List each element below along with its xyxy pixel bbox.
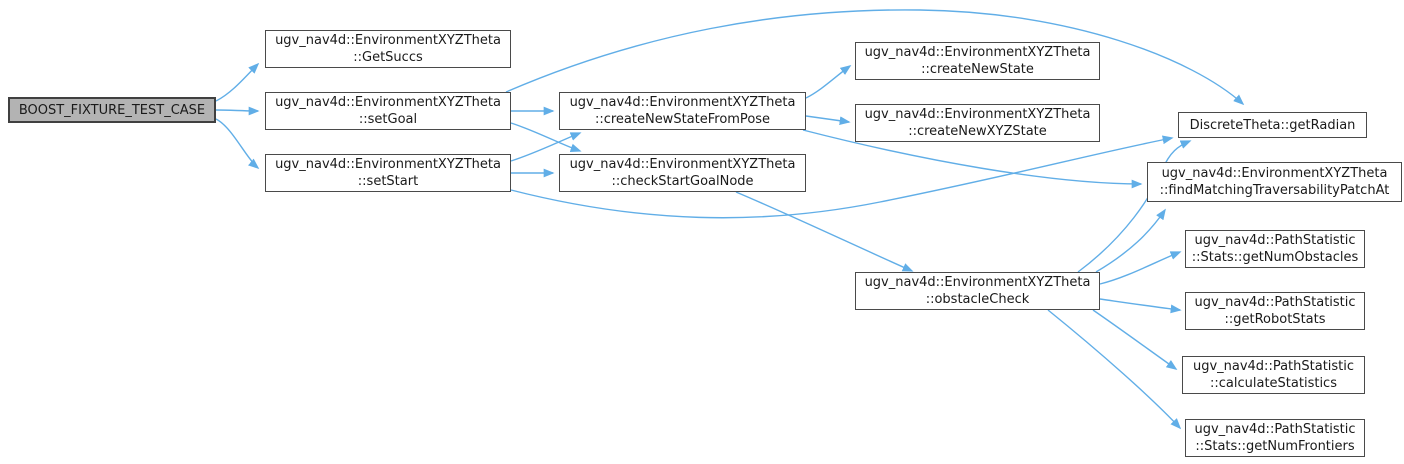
graph-node-get-num-frontiers[interactable]: ugv_nav4d::PathStatistic::Stats::getNumF… xyxy=(1185,419,1365,457)
graph-node-set-goal[interactable]: ugv_nav4d::EnvironmentXYZTheta::setGoal xyxy=(265,92,511,130)
edge-obstacle-check-to-calculate-statistics xyxy=(1092,309,1178,370)
graph-node-label-line: ugv_nav4d::EnvironmentXYZTheta xyxy=(569,157,796,172)
edge-obstacle-check-to-get-num-obstacles xyxy=(1099,251,1182,285)
graph-node-create-new-state-from-pose[interactable]: ugv_nav4d::EnvironmentXYZTheta::createNe… xyxy=(559,92,806,130)
edge-boost-fixture-test-case-to-set-goal xyxy=(215,106,260,116)
graph-node-label-line: ::Stats::getNumObstacles xyxy=(1191,250,1359,265)
graph-node-label-line: ugv_nav4d::PathStatistic xyxy=(1194,295,1356,310)
graph-node-label-line: ::checkStartGoalNode xyxy=(611,174,754,189)
graph-node-label-line: ::setGoal xyxy=(358,112,418,127)
edge-create-new-state-from-pose-to-find-matching-traversability-patch-at xyxy=(802,129,1143,189)
graph-node-get-succs[interactable]: ugv_nav4d::EnvironmentXYZTheta::GetSuccs xyxy=(265,30,511,68)
graph-node-label-line: ugv_nav4d::EnvironmentXYZTheta xyxy=(275,157,501,172)
graph-node-label-line: ugv_nav4d::EnvironmentXYZTheta xyxy=(1161,166,1388,181)
edge-set-goal-to-check-start-goal-node xyxy=(510,122,582,153)
graph-node-label-line: BOOST_FIXTURE_TEST_CASE xyxy=(18,102,206,118)
graph-node-create-new-state[interactable]: ugv_nav4d::EnvironmentXYZTheta::createNe… xyxy=(855,42,1100,80)
graph-node-label-line: ::Stats::getNumFrontiers xyxy=(1195,439,1355,454)
graph-node-create-new-xyz-state[interactable]: ugv_nav4d::EnvironmentXYZTheta::createNe… xyxy=(855,104,1100,142)
graph-node-obstacle-check[interactable]: ugv_nav4d::EnvironmentXYZTheta::obstacle… xyxy=(855,272,1100,310)
edge-obstacle-check-to-get-radian xyxy=(1077,140,1192,273)
graph-node-label-line: ::createNewXYZState xyxy=(908,124,1047,139)
graph-node-get-robot-stats[interactable]: ugv_nav4d::PathStatistic::getRobotStats xyxy=(1185,292,1365,330)
graph-node-label-line: ugv_nav4d::EnvironmentXYZTheta xyxy=(864,107,1091,122)
edge-obstacle-check-to-get-robot-stats xyxy=(1099,298,1182,314)
edge-obstacle-check-to-get-num-frontiers xyxy=(1047,309,1182,430)
graph-node-label-line: ugv_nav4d::PathStatistic xyxy=(1192,359,1355,374)
graph-node-label-line: ::GetSuccs xyxy=(353,50,423,65)
graph-node-label-line: ugv_nav4d::EnvironmentXYZTheta xyxy=(275,95,501,110)
graph-node-label-line: ugv_nav4d::EnvironmentXYZTheta xyxy=(864,45,1091,60)
graph-node-label-line: ::calculateStatistics xyxy=(1210,376,1337,391)
graph-node-label-line: ugv_nav4d::EnvironmentXYZTheta xyxy=(569,95,796,110)
edge-set-start-to-create-new-state-from-pose xyxy=(510,132,582,162)
graph-node-label-line: ::getRobotStats xyxy=(1224,312,1326,327)
graph-node-label-line: ::findMatchingTraversabilityPatchAt xyxy=(1159,183,1390,198)
graph-node-label-line: ugv_nav4d::PathStatistic xyxy=(1194,422,1356,437)
graph-node-boost-fixture-test-case[interactable]: BOOST_FIXTURE_TEST_CASE xyxy=(8,97,216,123)
edge-boost-fixture-test-case-to-get-succs xyxy=(215,62,260,102)
graph-node-get-radian[interactable]: DiscreteTheta::getRadian xyxy=(1178,112,1367,138)
graph-node-label-line: ::setStart xyxy=(357,174,419,189)
edge-create-new-state-from-pose-to-create-new-xyz-state xyxy=(805,115,851,126)
graph-node-calculate-statistics[interactable]: ugv_nav4d::PathStatistic::calculateStati… xyxy=(1182,356,1365,394)
graph-node-label-line: ::obstacleCheck xyxy=(925,292,1030,307)
edge-set-goal-to-get-radian xyxy=(505,9,1245,106)
graph-node-get-num-obstacles[interactable]: ugv_nav4d::PathStatistic::Stats::getNumO… xyxy=(1185,230,1365,268)
edge-obstacle-check-to-find-matching-traversability-patch-at xyxy=(1095,208,1166,273)
graph-node-set-start[interactable]: ugv_nav4d::EnvironmentXYZTheta::setStart xyxy=(265,154,511,192)
graph-node-label-line: ::createNewStateFromPose xyxy=(594,112,771,127)
graph-node-label-line: ugv_nav4d::EnvironmentXYZTheta xyxy=(275,33,501,48)
edge-set-start-to-get-radian xyxy=(510,135,1174,219)
edge-boost-fixture-test-case-to-set-start xyxy=(215,118,260,170)
graph-node-label-line: ugv_nav4d::EnvironmentXYZTheta xyxy=(864,275,1091,290)
edge-check-start-goal-node-to-obstacle-check xyxy=(735,191,914,272)
edge-create-new-state-from-pose-to-create-new-state xyxy=(805,65,852,99)
graph-node-label-line: ::createNewState xyxy=(921,62,1034,77)
graph-node-label-line: ugv_nav4d::PathStatistic xyxy=(1194,233,1356,248)
graph-node-check-start-goal-node[interactable]: ugv_nav4d::EnvironmentXYZTheta::checkSta… xyxy=(559,154,806,192)
graph-node-find-matching-traversability-patch-at[interactable]: ugv_nav4d::EnvironmentXYZTheta::findMatc… xyxy=(1147,162,1402,202)
graph-node-label-line: DiscreteTheta::getRadian xyxy=(1189,117,1356,133)
